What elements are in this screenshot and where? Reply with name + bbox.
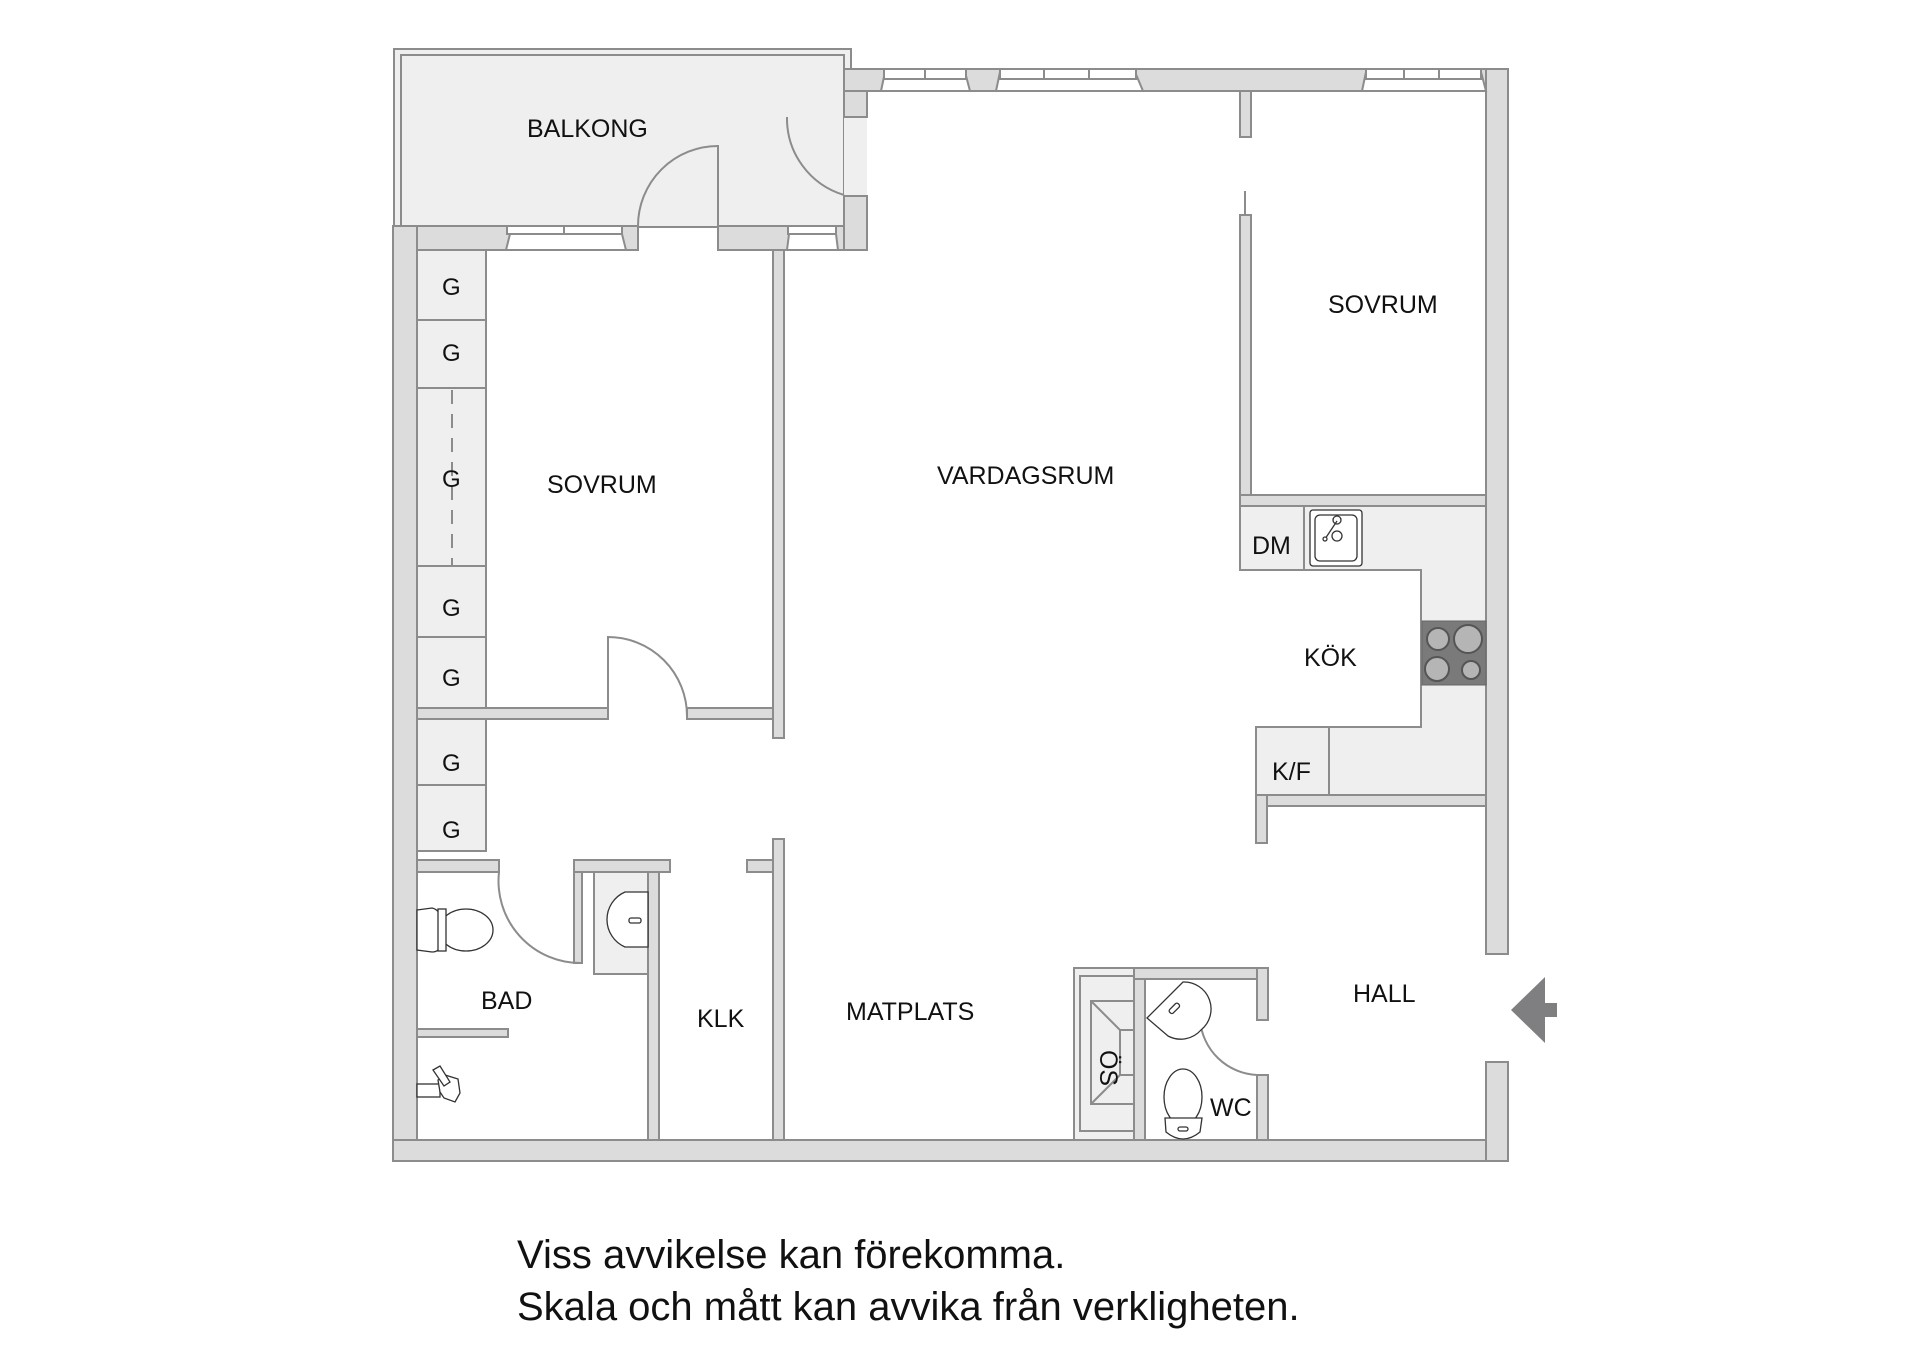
bath-walls <box>416 838 785 1141</box>
label-bathroom: BAD <box>481 987 532 1015</box>
label-dining-area: MATPLATS <box>846 998 974 1026</box>
left-bedroom-walls <box>416 249 785 739</box>
label-living-room: VARDAGSRUM <box>937 462 1114 490</box>
label-closet: G <box>442 750 461 777</box>
disclaimer-line-2: Skala och mått kan avvika från verklighe… <box>517 1285 1300 1329</box>
balcony-doors <box>637 116 845 227</box>
label-closet: G <box>442 595 461 622</box>
label-closet: G <box>442 466 461 493</box>
kitchen <box>1239 505 1487 844</box>
label-balcony: BALKONG <box>527 115 648 143</box>
label-toilet: WC <box>1210 1094 1252 1122</box>
wc-walls <box>1073 967 1269 1141</box>
label-fridge-freezer: K/F <box>1272 758 1311 786</box>
label-overhead-storage: ÖS <box>1094 1050 1122 1086</box>
label-bedroom-right: SOVRUM <box>1328 291 1438 319</box>
label-hall: HALL <box>1353 980 1416 1008</box>
windows <box>504 68 1488 251</box>
label-closet: G <box>442 340 461 367</box>
label-bedroom-left: SOVRUM <box>547 471 657 499</box>
toilet-fixture <box>416 907 494 953</box>
shower-fixture <box>416 1065 461 1103</box>
label-kitchen: KÖK <box>1304 644 1357 672</box>
disclaimer-line-1: Viss avvikelse kan förekomma. <box>517 1233 1066 1277</box>
label-closet: G <box>442 665 461 692</box>
room-labels: BALKONG SOVRUM VARDAGSRUM SOVRUM DM KÖK … <box>442 115 1438 1122</box>
label-closet: G <box>442 817 461 844</box>
closets <box>416 249 487 852</box>
label-walk-in-closet: KLK <box>697 1005 745 1033</box>
balcony <box>393 48 867 228</box>
entrance-arrow-icon <box>1511 977 1557 1043</box>
label-dishwasher: DM <box>1252 532 1291 560</box>
label-closet: G <box>442 274 461 301</box>
